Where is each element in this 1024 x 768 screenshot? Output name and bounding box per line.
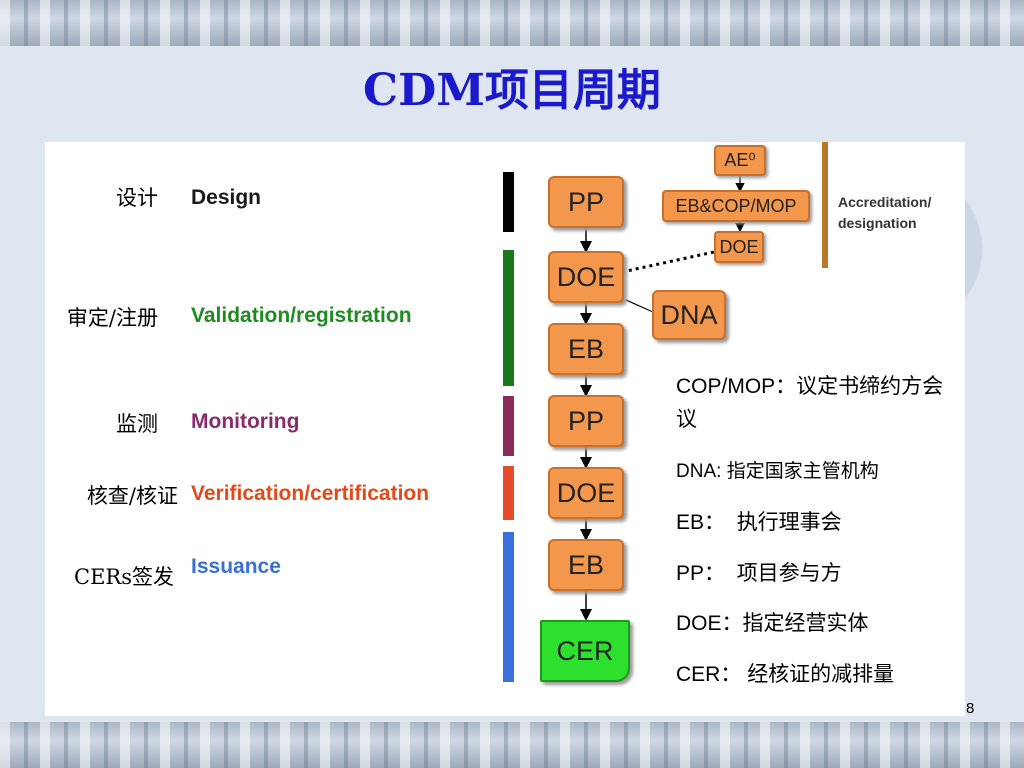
stage-en-design: Design — [191, 186, 262, 209]
stage-bar-validation — [503, 250, 514, 386]
accreditation-label-line1: Accreditation/ — [838, 194, 932, 210]
legend-desc: 执行理事会 — [736, 510, 842, 534]
legend-abbr: COP/MOP： — [676, 375, 797, 398]
flow-box-cer: CER — [540, 620, 630, 682]
dotted-link-doe-accreditation — [621, 250, 715, 274]
legend-item-dna: DNA: 指定国家主管机构 — [676, 456, 879, 483]
legend-desc: 指定经营实体 — [742, 611, 869, 635]
stage-cn-monitoring: 监测 — [116, 412, 158, 436]
legend-desc: 经核证的减排量 — [747, 662, 895, 686]
legend-desc: 议定书缔约方会议 — [676, 374, 944, 431]
legend-desc: 指定国家主管机构 — [726, 460, 879, 482]
stage-en-issuance: Issuance — [191, 555, 281, 578]
flow-box-eb: EB — [548, 323, 624, 375]
accreditation-box-eb-cop-mop: EB&COP/MOP — [662, 190, 810, 222]
flow-box-pp-2: PP — [548, 395, 624, 447]
top-decorative-band — [0, 0, 1024, 46]
flow-box-pp: PP — [548, 176, 624, 228]
legend-item-pp: PP： 项目参与方 — [676, 557, 842, 587]
stage-bar-verification — [503, 466, 514, 520]
stage-cn-issuance: CERs签发 — [74, 565, 174, 589]
stage-cn-verification: 核查/核证 — [86, 484, 178, 508]
accreditation-label-line2: designation — [838, 215, 917, 231]
stage-en-monitoring: Monitoring — [191, 410, 300, 433]
legend-desc: 项目参与方 — [736, 561, 842, 585]
accreditation-box-doe: DOE — [714, 231, 764, 263]
accreditation-bar — [822, 142, 828, 268]
legend-item-eb: EB： 执行理事会 — [676, 506, 842, 536]
line-doe-dna — [625, 299, 654, 313]
accreditation-label: Accreditation/ designation — [838, 192, 931, 234]
stage-bar-design — [503, 172, 514, 232]
legend-abbr: DNA: — [676, 461, 727, 482]
legend-abbr: CER： — [676, 663, 742, 686]
slide-title: CDM项目周期 — [363, 65, 661, 116]
flow-box-eb-2: EB — [548, 539, 624, 591]
stage-cn-design: 设计 — [116, 186, 158, 210]
legend-item-cop-mop: COP/MOP：议定书缔约方会议 — [676, 370, 961, 436]
stage-cn-validation: 审定/注册 — [66, 306, 158, 330]
legend-abbr: PP： — [676, 562, 726, 585]
legend-abbr: DOE： — [676, 612, 743, 635]
legend-abbr: EB： — [676, 511, 726, 534]
page-number: 8 — [966, 700, 975, 717]
bottom-decorative-band — [0, 722, 1024, 768]
dna-box: DNA — [652, 290, 726, 340]
legend-item-doe: DOE：指定经营实体 — [676, 607, 869, 637]
flow-box-doe-2: DOE — [548, 467, 624, 519]
legend-item-cer: CER： 经核证的减排量 — [676, 658, 894, 688]
stage-bar-issuance — [503, 532, 514, 682]
accreditation-box-ae: AE⁰ — [714, 145, 766, 176]
stage-en-verification: Verification/certification — [191, 482, 430, 505]
flow-box-doe: DOE — [548, 251, 624, 303]
stage-bar-monitoring — [503, 396, 514, 456]
stage-en-validation: Validation/registration — [191, 304, 412, 327]
